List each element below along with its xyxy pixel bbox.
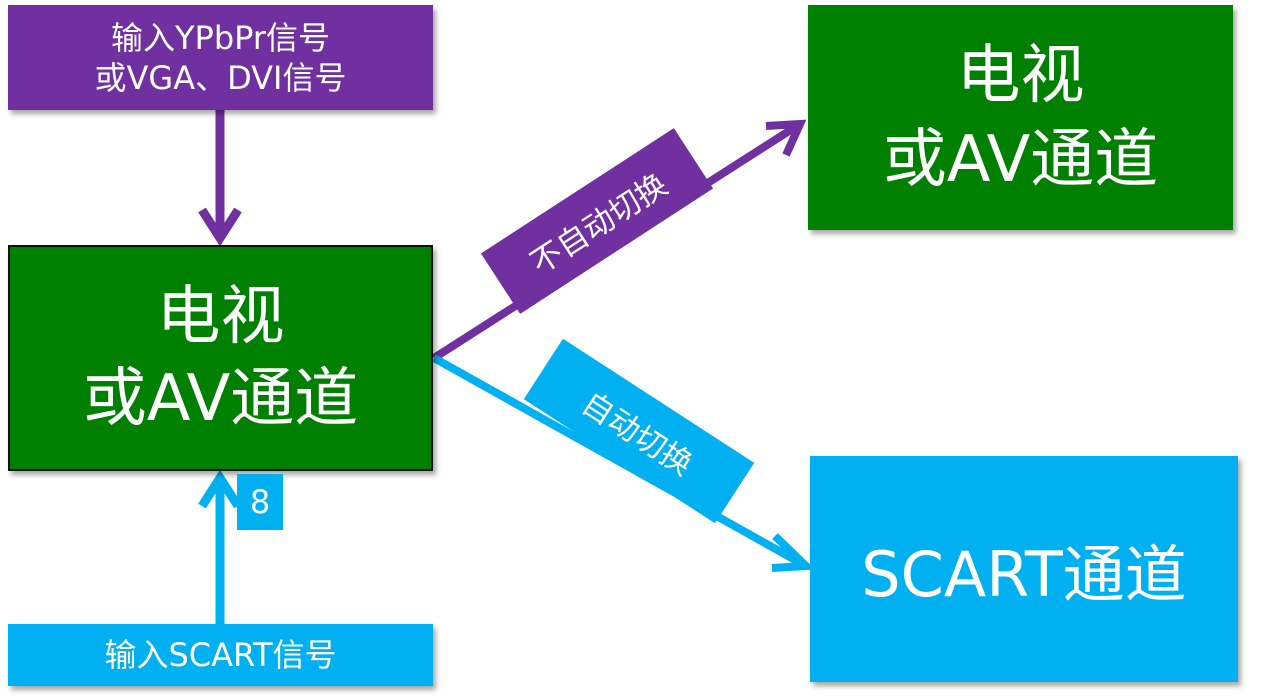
output-scart-box: SCART通道 (810, 456, 1238, 682)
output-tv-line2: 或AV通道 (882, 122, 1159, 197)
output-tv-line1: 电视 (956, 38, 1085, 113)
center-box-line2: 或AV通道 (82, 362, 359, 436)
ypbpr-input-line2: 或VGA、DVI信号 (94, 58, 347, 97)
output-tv-av-box: 电视 或AV通道 (808, 5, 1233, 230)
arrowhead-tv (765, 119, 807, 157)
arrowhead-scart-input (198, 469, 242, 509)
arrowhead-scart-output (771, 533, 816, 572)
center-tv-av-box: 电视 或AV通道 (8, 245, 433, 471)
ypbpr-input-box: 输入YPbPr信号 或VGA、DVI信号 (8, 5, 433, 110)
ypbpr-input-line1: 输入YPbPr信号 (110, 18, 331, 57)
arrowhead-ypbpr (198, 207, 242, 247)
output-scart-label: SCART通道 (861, 538, 1187, 611)
scart-input-label: 输入SCART信号 (104, 636, 337, 674)
center-box-line1: 电视 (156, 280, 285, 354)
scart-input-box: 输入SCART信号 (8, 624, 433, 686)
number-badge: 8 (237, 474, 283, 530)
